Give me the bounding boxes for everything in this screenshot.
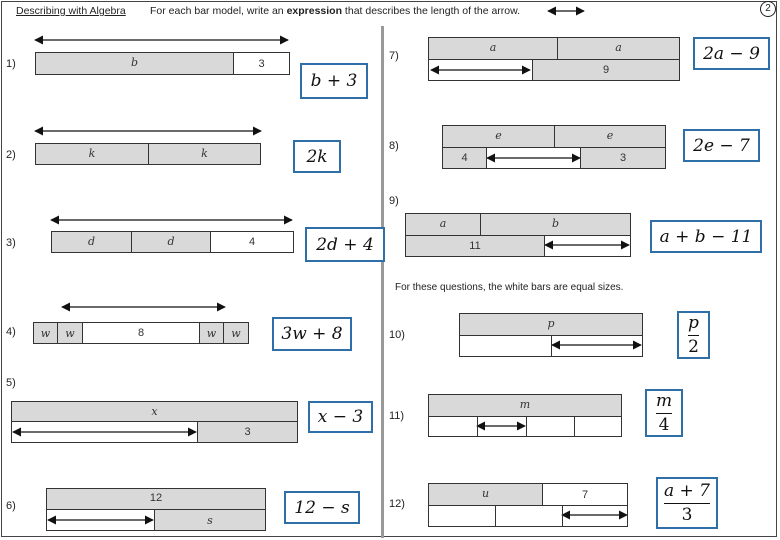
question-number: 10) xyxy=(389,329,405,341)
bar-12: 12 xyxy=(46,488,266,510)
bar-8: 8 xyxy=(82,322,200,344)
bar-a: a xyxy=(428,37,558,60)
bar-3: 3 xyxy=(580,147,666,169)
bar-k: k xyxy=(35,143,149,165)
answer-box-q1: b + 3 xyxy=(300,63,368,99)
bar-e: e xyxy=(442,125,555,148)
bar-w: w xyxy=(223,322,249,344)
column-divider xyxy=(381,26,384,538)
question-number: 3) xyxy=(6,237,16,249)
question-number: 6) xyxy=(6,500,16,512)
question-number: 12) xyxy=(389,498,405,510)
bar-empty xyxy=(544,235,631,257)
answer-box-q4: 3w + 8 xyxy=(272,317,352,351)
bar-white xyxy=(428,505,496,527)
bar-x: x xyxy=(11,401,298,422)
bar-white xyxy=(477,416,527,437)
bar-11: 11 xyxy=(405,235,545,257)
bar-k: k xyxy=(148,143,261,165)
question-number: 9) xyxy=(389,195,399,207)
bar-e: e xyxy=(554,125,666,148)
answer-box-q3: 2d + 4 xyxy=(305,227,385,262)
bar-4: 4 xyxy=(210,231,294,253)
bar-3: 3 xyxy=(197,421,298,443)
bar-w: w xyxy=(199,322,224,344)
answer-box-q2: 2k xyxy=(293,140,341,173)
bar-7: 7 xyxy=(542,483,628,506)
answer-box-q7: 2a − 9 xyxy=(693,37,770,70)
bar-empty xyxy=(486,147,581,169)
bar-d: d xyxy=(51,231,132,253)
bar-empty xyxy=(46,509,155,531)
question-number: 7) xyxy=(389,50,399,62)
equal-bars-note: For these questions, the white bars are … xyxy=(395,282,624,293)
bar-4: 4 xyxy=(442,147,487,169)
question-number: 4) xyxy=(6,326,16,338)
bar-white xyxy=(562,505,628,527)
bar-empty xyxy=(428,59,533,81)
answer-box-q5: x − 3 xyxy=(308,401,373,433)
bar-b: b xyxy=(480,213,631,236)
bar-3: 3 xyxy=(233,52,290,75)
answer-box-q8: 2e − 7 xyxy=(683,129,760,162)
bar-u: u xyxy=(428,483,543,506)
bar-9: 9 xyxy=(532,59,680,81)
bar-a: a xyxy=(405,213,481,236)
bar-white xyxy=(495,505,563,527)
question-number: 8) xyxy=(389,140,399,152)
question-number: 2) xyxy=(6,149,16,161)
question-number: 11) xyxy=(389,410,405,422)
bar-d: d xyxy=(131,231,211,253)
worksheet-title: Describing with Algebra xyxy=(16,5,126,17)
bar-white xyxy=(526,416,575,437)
bar-white xyxy=(459,335,552,357)
bar-white xyxy=(551,335,643,357)
question-number: 1) xyxy=(6,58,16,70)
bar-s: s xyxy=(154,509,266,531)
bar-b: b xyxy=(35,52,234,75)
instructions: For each bar model, write an expression … xyxy=(150,5,521,17)
bar-a: a xyxy=(557,37,680,60)
bar-white xyxy=(574,416,622,437)
answer-box-q9: a + b − 11 xyxy=(650,220,762,253)
bar-empty xyxy=(11,421,198,443)
bar-p: p xyxy=(459,313,643,336)
bar-white xyxy=(428,416,478,437)
question-number: 5) xyxy=(6,377,16,389)
page-number: 2 xyxy=(760,1,776,17)
bar-w: w xyxy=(57,322,83,344)
answer-box-q6: 12 − s xyxy=(284,491,360,524)
bar-m: m xyxy=(428,394,622,417)
bar-w: w xyxy=(33,322,58,344)
